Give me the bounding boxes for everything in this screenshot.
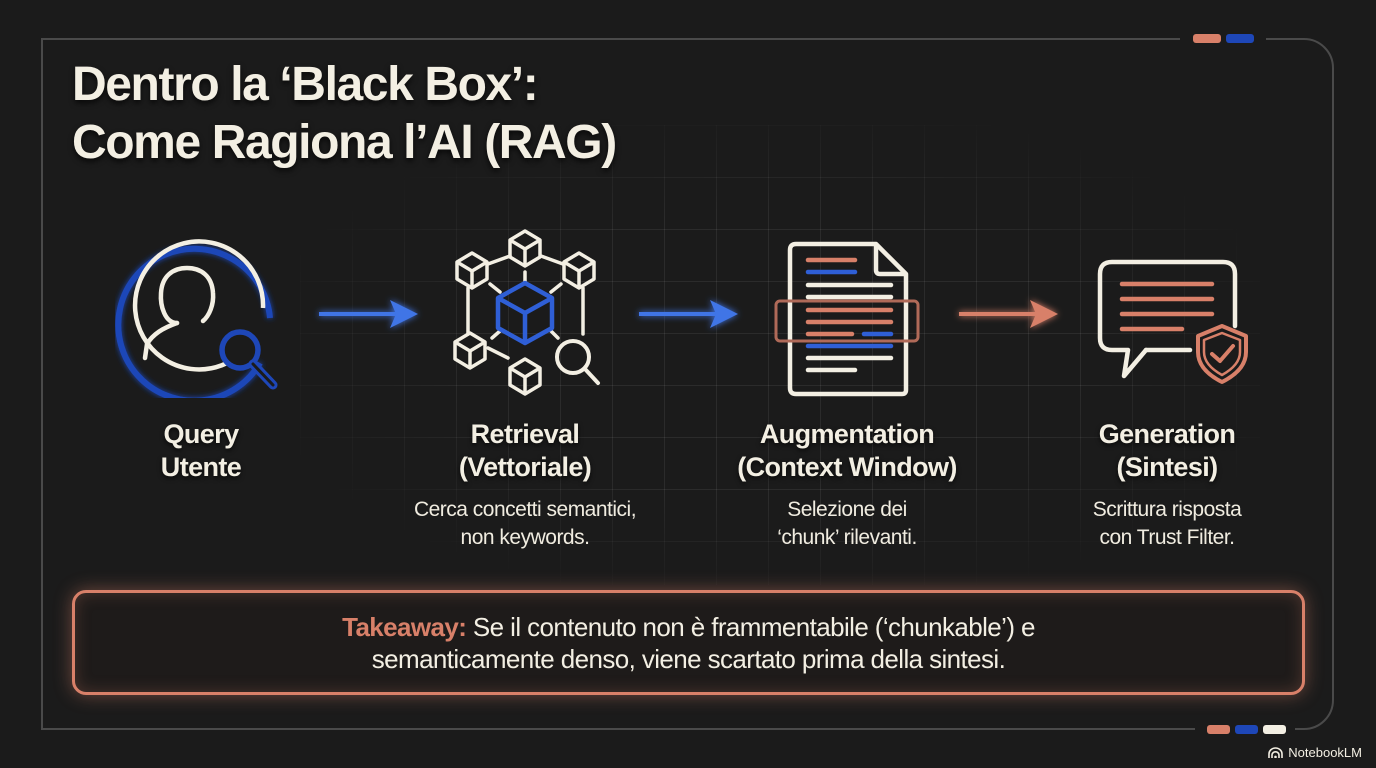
vector-network-search-icon	[453, 229, 600, 396]
step-title-line: Query	[163, 419, 239, 449]
notebooklm-brand: NotebookLM	[1268, 745, 1362, 760]
frame-gap	[1180, 34, 1266, 44]
flow-arrow-blue	[319, 300, 418, 328]
takeaway-text: Takeaway: Se il contenuto non è framment…	[342, 611, 1035, 675]
step-desc-line: con Trust Filter.	[1099, 526, 1235, 549]
step-title-line: Retrieval	[470, 419, 580, 449]
step-title-line: Augmentation	[759, 419, 935, 449]
decor-pill-cream	[1263, 725, 1286, 734]
user-search-icon	[115, 239, 278, 398]
decor-pill-orange	[1193, 34, 1221, 43]
step-title-augmentation: Augmentation (Context Window)	[737, 418, 957, 484]
step-title-line: Generation	[1098, 419, 1236, 449]
step-desc-line: Scrittura risposta	[1092, 498, 1242, 521]
step-title-query: Query Utente	[160, 418, 242, 484]
notebooklm-logo-icon	[1268, 746, 1284, 758]
step-desc-line: Selezione dei	[787, 498, 907, 521]
slide-frame	[41, 38, 1334, 730]
step-title-line: (Vettoriale)	[458, 452, 592, 482]
document-chunk-selection-icon	[774, 241, 920, 397]
title-line-2: Come Ragiona l’AI (RAG)	[72, 116, 617, 169]
flow-arrow-orange	[959, 300, 1058, 328]
step-desc-line: non keywords.	[460, 526, 590, 549]
brand-name: NotebookLM	[1288, 745, 1362, 760]
background-grid	[300, 125, 1260, 585]
decor-pill-orange	[1207, 725, 1230, 734]
flow-arrow-blue	[639, 300, 738, 328]
decor-pill-blue	[1226, 34, 1254, 43]
decor-pill-blue	[1235, 725, 1258, 734]
step-title-line: (Context Window)	[737, 452, 957, 482]
step-title-generation: Generation (Sintesi)	[1099, 418, 1236, 484]
step-desc-retrieval: Cerca concetti semantici, non keywords.	[413, 496, 637, 552]
takeaway-line-1: Se il contenuto non è frammentabile (‘ch…	[466, 611, 1036, 642]
chat-shield-check-icon	[1097, 259, 1248, 384]
step-desc-line: Cerca concetti semantici,	[413, 498, 637, 521]
step-title-line: Utente	[160, 452, 242, 482]
step-title-line: (Sintesi)	[1116, 452, 1218, 482]
page-title: Dentro la ‘Black Box’: Come Ragiona l’AI…	[72, 56, 617, 172]
title-line-1: Dentro la ‘Black Box’:	[72, 58, 539, 111]
step-title-retrieval: Retrieval (Vettoriale)	[458, 418, 592, 484]
step-desc-generation: Scrittura risposta con Trust Filter.	[1093, 496, 1242, 552]
takeaway-label: Takeaway:	[342, 611, 467, 642]
takeaway-box: Takeaway: Se il contenuto non è framment…	[72, 590, 1305, 695]
takeaway-line-2: semanticamente denso, viene scartato pri…	[371, 643, 1006, 674]
step-desc-line: ‘chunk’ rilevanti.	[777, 526, 917, 549]
step-desc-augmentation: Selezione dei ‘chunk’ rilevanti.	[777, 496, 917, 552]
